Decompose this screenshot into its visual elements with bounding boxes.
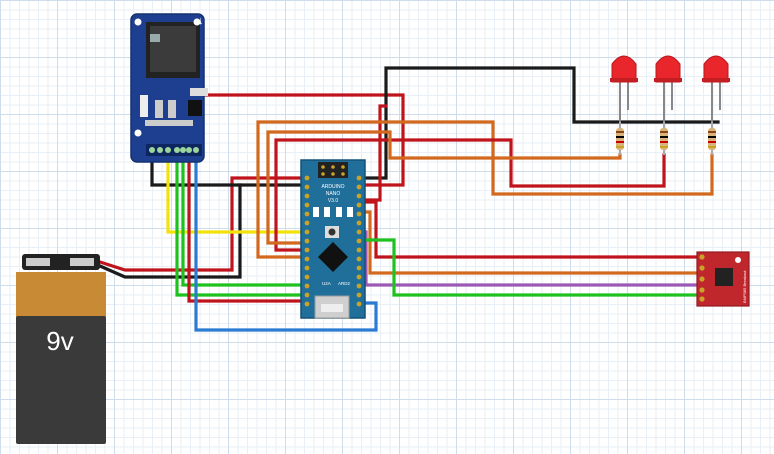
wire-sd-red-2 [187,148,310,303]
breakout-label: BMP085 Breakout [742,270,747,303]
header-pin [356,247,362,253]
led-red [654,55,682,126]
wire-orange-breakout [356,210,702,275]
battery-cap [16,272,106,318]
header-pin [356,256,362,262]
header-pin [356,283,362,289]
led-red [702,55,730,126]
resistor [660,122,668,155]
nano-title-2: NANO [326,191,341,197]
wire-gnd-rail [363,66,720,180]
mount-hole [193,18,201,26]
header-pin [304,274,310,280]
wire-orange-top [256,120,714,259]
icsp-header [318,162,348,178]
header-pin [356,175,362,181]
mount-hole [134,18,142,26]
wire-red-breakout [356,200,702,259]
sd-chip [188,100,202,116]
header-pin [304,175,310,181]
battery-9v: 9v [16,254,106,444]
resistor [616,122,624,155]
header-pin [304,256,310,262]
nano-pins-right [356,175,362,307]
header-pin [304,202,310,208]
battery-body [16,316,106,444]
wire-red-top-2 [363,104,388,202]
led-red [610,55,638,126]
resistor [708,122,716,155]
header-pin [304,238,310,244]
sensor-chip [715,268,733,286]
wire-green-breakout [356,238,702,297]
header-pin [356,238,362,244]
mount-hole [134,129,142,137]
header-pin [356,265,362,271]
nano-pins-left [304,175,310,307]
header-pin [304,184,310,190]
header-pin [356,229,362,235]
wire-battery-red [97,176,310,272]
header-pin [304,211,310,217]
header-pin [304,283,310,289]
header-pin [356,301,362,307]
header-pin [304,265,310,271]
wire-orange-mid [266,130,622,245]
header-pin [356,274,362,280]
nano-title-3: V3.0 [328,198,339,204]
wire-sd-green-1 [175,148,310,297]
sd-arrow-icon: ↓ [198,15,204,27]
nano-title-1: ARDUINO [321,184,344,190]
header-pin [356,184,362,190]
mcu-chip [318,242,348,272]
bmp085-breakout: BMP085 Breakout [696,251,750,307]
header-pin [356,202,362,208]
arduino-nano: ARDUINO NANO V3.0 U2A ARD2 [300,159,366,319]
wire-sd-yellow [166,148,310,234]
wire-sd-green-2 [181,148,310,287]
header-pin [304,301,310,307]
sd-header-pins [146,144,202,156]
header-pin [304,229,310,235]
wire-red-mid [274,138,666,252]
battery-label: 9v [46,326,73,356]
header-pin [304,193,310,199]
led-array [610,55,730,155]
header-pin [304,292,310,298]
header-pin [356,193,362,199]
nano-label-u2a: U2A [322,281,331,286]
header-pin [356,211,362,217]
nano-board [300,159,366,319]
header-pin [356,292,362,298]
nano-label-ard2: ARD2 [338,281,351,286]
header-pin [304,220,310,226]
header-pin [304,247,310,253]
sd-card-module: ↓ [130,13,208,163]
wire-sd-blue [194,148,378,332]
header-pin [356,220,362,226]
